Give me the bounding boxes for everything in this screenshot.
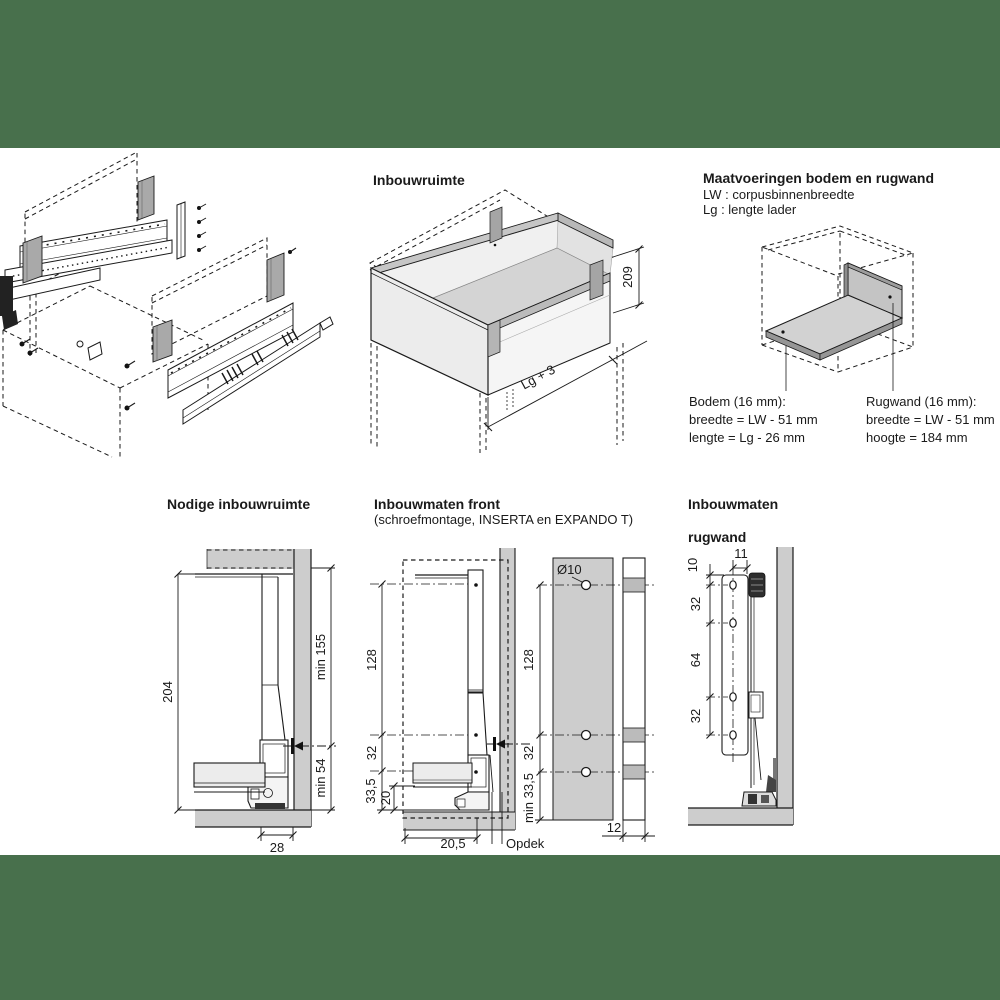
dim-32b-label: 32	[688, 709, 703, 723]
dim-right-128: 128	[521, 649, 536, 671]
exploded-dashed-panels	[2, 151, 268, 458]
dimension-min155-min54: min 155 min 54	[311, 564, 335, 814]
dim-12-label: 12	[607, 820, 621, 835]
rugwand-sec-title: Inbouwmaten rugwand	[688, 496, 778, 546]
footer-band	[0, 855, 1000, 1000]
exploded-rails	[0, 219, 334, 425]
rugwand-spec-hoogte: hoogte = 184 mm	[866, 430, 968, 445]
hole-diameter-label: Ø10	[557, 562, 582, 577]
dim-left-128: 128	[364, 649, 379, 671]
inbouwruimte-drawing: 209 Lg + 3	[369, 189, 648, 453]
front-title: Inbouwmaten front	[374, 496, 500, 512]
cabinet-wall-floor	[688, 547, 794, 826]
front-cross-section	[370, 548, 530, 831]
dim-32a-label: 32	[688, 597, 703, 611]
inbouwruimte-title: Inbouwruimte	[373, 172, 465, 188]
exploded-front-fittings	[0, 247, 297, 411]
dim-204-label: 204	[160, 681, 175, 703]
dim-left-32: 32	[364, 746, 379, 760]
dim-10-label: 10	[685, 558, 700, 572]
drawer-profile	[193, 573, 293, 809]
cabinet-panels	[195, 549, 312, 828]
dim-right-min335: min 33,5	[521, 773, 536, 823]
bodem-panel	[764, 294, 904, 361]
front-bottom-dimensions: 20,5 Opdek	[401, 792, 545, 851]
dimension-209: 209	[612, 245, 645, 314]
bodem-spec-title: Bodem (16 mm):	[689, 394, 786, 409]
opdek-label: Opdek	[506, 836, 545, 851]
legend-lg: Lg : lengte lader	[703, 202, 797, 217]
front-left-dimensions: 128 32 33,5 20	[363, 580, 460, 814]
dim-min155-label: min 155	[313, 634, 328, 680]
dim-left-335: 33,5	[363, 778, 378, 803]
exploded-mount-plates	[22, 175, 285, 363]
header-band	[0, 0, 1000, 148]
dim-64-label: 64	[688, 653, 703, 667]
dim-28-label: 28	[270, 840, 284, 855]
rugwand-spec: Rugwand (16 mm): breedte = LW - 51 mm ho…	[866, 393, 995, 447]
nodige-drawing: 204 min 155 min 54 28	[160, 549, 336, 855]
rear-bracket	[721, 566, 777, 807]
dim-left-20: 20	[378, 791, 393, 805]
leader-lines	[785, 303, 894, 391]
dimension-204: 204	[160, 570, 197, 814]
maatvoeringen-title: Maatvoeringen bodem en rugwand	[703, 170, 935, 186]
rugwand-spec-title: Rugwand (16 mm):	[866, 394, 977, 409]
rugwand-drawing: 10 32 64 32 11	[685, 546, 794, 826]
front-subtitle: (schroefmontage, INSERTA en EXPANDO T)	[374, 512, 634, 527]
rugwand-title-line2: rugwand	[688, 529, 747, 545]
dim-11-label: 11	[734, 546, 748, 561]
maatvoeringen-header: Maatvoeringen bodem en rugwand LW : corp…	[703, 170, 935, 218]
dimension-28: 28	[257, 827, 297, 855]
wall-arrow	[283, 738, 336, 754]
nodige-title: Nodige inbouwruimte	[167, 496, 311, 512]
exploded-assembly-drawing	[0, 151, 334, 458]
legend-lw: LW : corpusbinnenbreedte	[703, 186, 855, 202]
rugwand-title-line1: Inbouwmaten	[688, 496, 779, 512]
rugwand-panel	[843, 262, 903, 319]
front-drawing: 128 32 33,5 20 20,5 Opdek Ø10	[363, 548, 655, 851]
bodem-rugwand-drawing	[760, 225, 915, 391]
dim-min54-label: min 54	[313, 758, 328, 797]
rugwand-dimensions: 10 32 64 32 11	[685, 546, 751, 739]
front-panel-views: Ø10	[538, 557, 655, 821]
dim-right-32: 32	[521, 746, 536, 760]
dim-205-label: 20,5	[440, 836, 465, 851]
front-right-dimensions: 128 32 min 33,5 12	[521, 581, 655, 842]
bodem-spec: Bodem (16 mm): breedte = LW - 51 mm leng…	[689, 393, 818, 447]
bodem-spec-breedte: breedte = LW - 51 mm	[689, 412, 818, 427]
bodem-spec-lengte: lengte = Lg - 26 mm	[689, 430, 805, 445]
exploded-back-bracket	[176, 201, 207, 260]
dim-209-label: 209	[620, 266, 635, 288]
rugwand-spec-breedte: breedte = LW - 51 mm	[866, 412, 995, 427]
drawer-box	[370, 206, 614, 396]
